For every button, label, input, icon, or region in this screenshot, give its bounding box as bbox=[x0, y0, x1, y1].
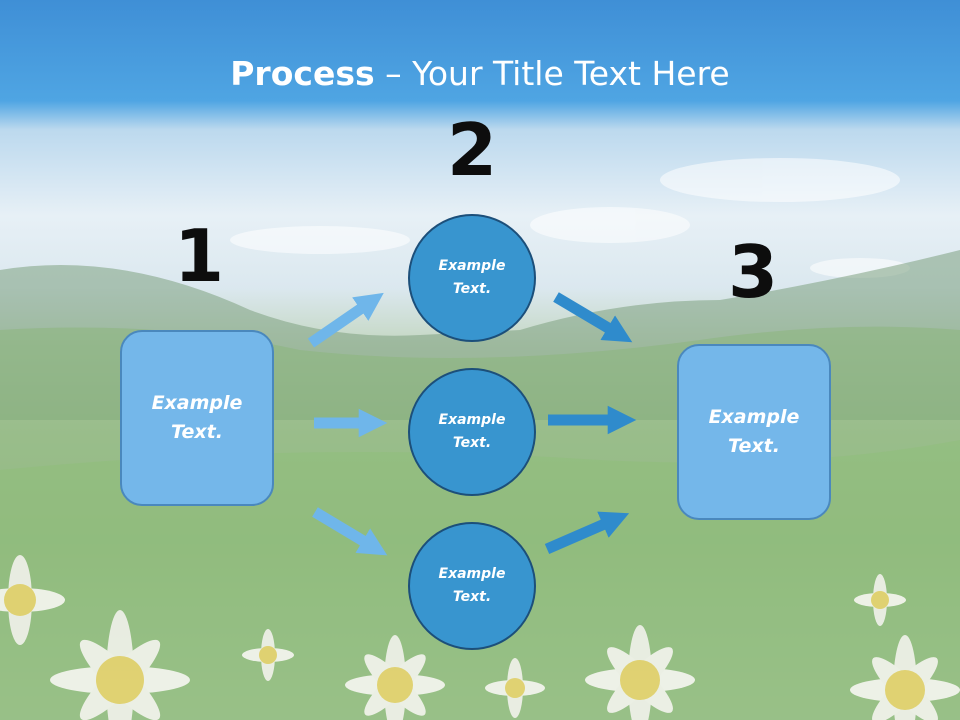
daisy-cluster bbox=[0, 555, 960, 720]
step-number-1: 1 bbox=[173, 214, 225, 298]
left-step-box[interactable]: Example Text. bbox=[120, 330, 274, 506]
arrow-top-to-right bbox=[553, 292, 633, 343]
step-number-2: 2 bbox=[446, 108, 498, 192]
circle-middle-text: Example Text. bbox=[438, 412, 506, 451]
arrow-left-to-top bbox=[307, 292, 384, 348]
title-rest: – Your Title Text Here bbox=[374, 54, 730, 93]
arrow-bottom-to-right bbox=[544, 511, 630, 555]
right-step-text: Example Text. bbox=[708, 406, 800, 457]
circle-top[interactable]: Example Text. bbox=[408, 214, 536, 342]
step-number-3: 3 bbox=[727, 230, 779, 314]
left-step-text: Example Text. bbox=[151, 392, 243, 443]
circle-middle[interactable]: Example Text. bbox=[408, 368, 536, 496]
right-step-box[interactable]: Example Text. bbox=[677, 344, 831, 520]
circle-bottom-text: Example Text. bbox=[438, 566, 506, 605]
circle-bottom[interactable]: Example Text. bbox=[408, 522, 536, 650]
circle-top-text: Example Text. bbox=[438, 258, 506, 297]
slide-title: Process – Your Title Text Here bbox=[0, 52, 960, 96]
title-bold: Process bbox=[230, 54, 375, 93]
arrow-left-to-bottom bbox=[312, 507, 388, 556]
